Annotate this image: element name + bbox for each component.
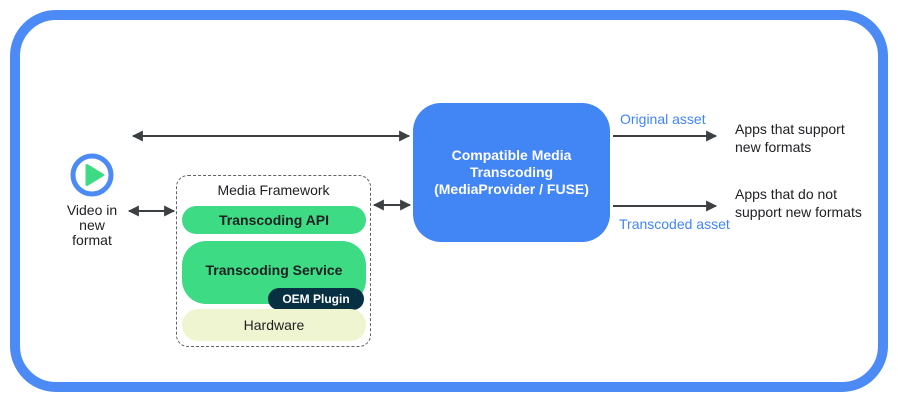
apps-not-support-label: Apps that do not support new formats [735, 186, 862, 220]
transcoder-box-text: Compatible Media Transcoding (MediaProvi… [426, 147, 598, 198]
play-icon [70, 153, 114, 197]
media-framework-title: Media Framework [217, 182, 330, 198]
transcoding-api-pill: Transcoding API [182, 206, 366, 234]
transcoder-subtitle: (MediaProvider / FUSE) [434, 181, 589, 197]
media-framework-box: Media Framework Transcoding API Transcod… [176, 175, 371, 347]
original-asset-label: Original asset [620, 111, 706, 127]
transcoder-title: Compatible Media Transcoding [451, 147, 572, 180]
transcoded-asset-label: Transcoded asset [619, 216, 730, 232]
oem-plugin-pill: OEM Plugin [268, 288, 364, 310]
video-source-label: Video in new format [66, 202, 118, 248]
compatible-media-transcoding-box: Compatible Media Transcoding (MediaProvi… [413, 103, 610, 242]
hardware-pill: Hardware [182, 309, 366, 341]
outer-border-frame [10, 10, 888, 392]
apps-support-label: Apps that support new formats [735, 121, 845, 155]
